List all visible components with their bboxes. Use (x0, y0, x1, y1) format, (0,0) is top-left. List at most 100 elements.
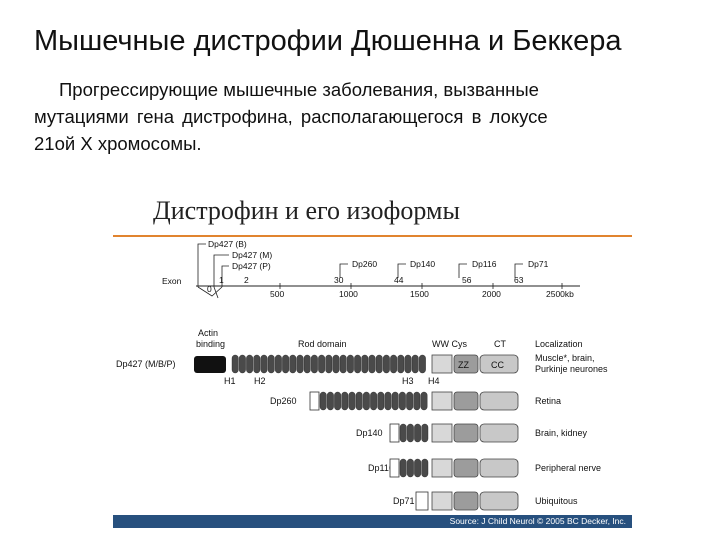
isoform-localization: Muscle*, brain,Purkinje neurones (535, 353, 608, 374)
promoter-label-dp260: Dp260 (352, 259, 377, 269)
rod-repeat (420, 391, 428, 411)
exon-number-0: 0 (207, 284, 212, 294)
rod-repeat (238, 354, 246, 374)
isoform-n-terminus (389, 423, 400, 443)
rod-repeat (419, 354, 426, 374)
rod-repeat (348, 391, 356, 411)
rod-repeat (362, 391, 370, 411)
rod-repeat (413, 391, 421, 411)
isoform-n-terminus (389, 458, 400, 478)
ww-cys-domain (431, 354, 453, 374)
rod-repeat (399, 458, 407, 478)
isoform-row: Dp140 Brain, kidney (356, 423, 588, 443)
promoter-label-dp140: Dp140 (410, 259, 435, 269)
scale-tick-2500kb: 2500kb (546, 289, 574, 299)
rod-repeat (361, 354, 369, 374)
zz-label: ZZ (458, 360, 469, 370)
zz-domain (453, 458, 479, 478)
isoform-name: Dp140 (356, 428, 383, 438)
ww-cys-domain (431, 458, 453, 478)
actin-binding-label: Actin binding (196, 328, 225, 349)
rod-repeat (375, 354, 383, 374)
rod-repeat (325, 354, 333, 374)
description-line-3: 21ой Х хромосомы. (34, 133, 202, 154)
actin-binding-domain (194, 356, 226, 373)
ww-cys-domain (431, 491, 453, 511)
exon-number-44: 44 (394, 275, 404, 285)
rod-repeat (383, 354, 390, 374)
slide-title: Мышечные дистрофии Дюшенна и Беккера (34, 25, 622, 57)
exon-number-1: 1 (219, 275, 224, 285)
rod-repeat (407, 458, 414, 478)
isoform-n-terminus (309, 391, 320, 411)
rod-repeat (355, 391, 363, 411)
isoform-localization: Brain, kidney (535, 428, 588, 438)
description-line-1: Прогрессирующие мышечные заболевания, вы… (59, 79, 539, 100)
rod-domain-label: Rod domain (298, 339, 347, 349)
promoter-label-m: Dp427 (M) (232, 250, 272, 260)
description-paragraph: Прогрессирующие мышечные заболевания, вы… (34, 76, 706, 157)
rod-repeat (253, 354, 261, 374)
ct-domain (479, 391, 519, 411)
rod-repeat (318, 354, 325, 374)
rod-repeat (319, 391, 327, 411)
rod-repeat (390, 354, 397, 374)
exon-number-30: 30 (334, 275, 344, 285)
exon-number-56: 56 (462, 275, 472, 285)
rod-repeat (339, 354, 347, 374)
ct-domain (479, 423, 519, 443)
scale-tick-1500: 1500 (410, 289, 429, 299)
hinge-label: H1 (224, 376, 236, 386)
exon-number-63: 63 (514, 275, 524, 285)
ww-cys-domain (431, 391, 453, 411)
localization-line: Ubiquitous (535, 496, 578, 506)
isoform-name: Dp427 (M/B/P) (116, 359, 176, 369)
gene-map: Dp427 (B) Dp427 (M) Dp427 (P) Dp260 Dp14… (162, 239, 580, 299)
rod-repeat (411, 354, 419, 374)
exon-label: Exon (162, 276, 182, 286)
isoform-localization: Ubiquitous (535, 496, 578, 506)
rod-repeat (377, 391, 385, 411)
rod-repeat (303, 354, 311, 374)
rod-repeat (289, 354, 297, 374)
isoform-name: Dp116 (368, 463, 394, 473)
zz-domain (453, 491, 479, 511)
ct-domain (479, 458, 519, 478)
ww-cys-domain (431, 423, 453, 443)
zz-domain (453, 391, 479, 411)
hinge-label: H2 (254, 376, 266, 386)
localization-line: Muscle*, brain, (535, 353, 595, 363)
localization-line: Purkinje neurones (535, 364, 608, 374)
rod-repeat (267, 354, 275, 374)
isoform-row: Dp116 Peripheral nerve (368, 458, 601, 478)
rod-repeat (414, 423, 421, 443)
rod-repeat (414, 458, 421, 478)
rod-repeat (391, 391, 399, 411)
rod-repeat (246, 354, 253, 374)
rod-repeat (421, 423, 429, 443)
hinge-label: H3 (402, 376, 414, 386)
description-line-2: мутациями гена дистрофина, располагающег… (34, 106, 548, 127)
gene-axis-ticks (279, 283, 563, 289)
dystrophin-diagram: Dp427 (B) Dp427 (M) Dp427 (P) Dp260 Dp14… (116, 239, 608, 511)
zz-domain (453, 423, 479, 443)
exon-number-2: 2 (244, 275, 249, 285)
rod-repeat (399, 391, 406, 411)
isoform-localization: Peripheral nerve (535, 463, 601, 473)
rod-repeat (370, 391, 377, 411)
rod-repeat (406, 391, 413, 411)
cc-label: CC (491, 360, 504, 370)
zz-domain (453, 354, 479, 374)
rod-repeat (421, 458, 429, 478)
ww-cys-label: WW Cys (432, 339, 467, 349)
rod-repeat (310, 354, 318, 374)
rod-repeat (296, 354, 304, 374)
rod-repeat (384, 391, 392, 411)
ct-domain (479, 491, 519, 511)
rod-repeat (282, 354, 289, 374)
localization-line: Retina (535, 396, 561, 406)
scale-tick-1000: 1000 (339, 289, 358, 299)
rod-repeat (274, 354, 282, 374)
promoter-arrows (197, 243, 523, 299)
